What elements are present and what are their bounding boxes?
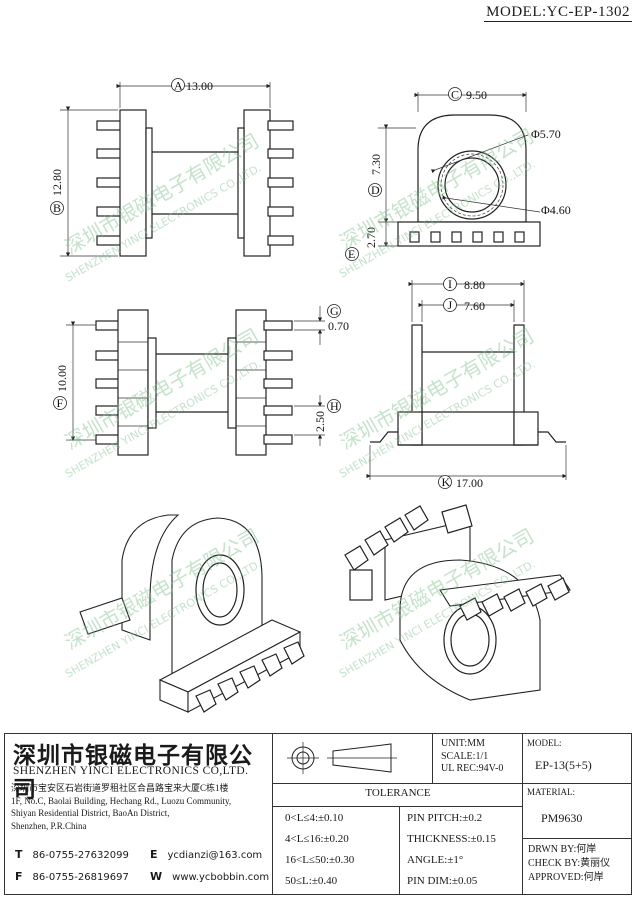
dim-value-H: 2.50 <box>313 411 327 432</box>
check-by: CHECK BY:黄丽仪 <box>528 858 611 869</box>
material-value: PM9630 <box>541 811 583 825</box>
view-side-top: A 13.00 B 12.80 <box>50 78 294 257</box>
dim-label-C: C <box>451 88 459 102</box>
view-iso-left <box>79 514 305 713</box>
dim-label-I: I <box>448 277 452 291</box>
dim-value-A: 13.00 <box>186 79 213 93</box>
dim-label-H: H <box>330 399 339 413</box>
dim-label-G: G <box>330 304 339 318</box>
svg-text:深圳市银磁电子有限公司: 深圳市银磁电子有限公司 <box>336 324 539 455</box>
model-header: MODEL:YC-EP-1302 <box>484 4 632 22</box>
dim-label-E: E <box>348 247 355 261</box>
dim-label-D: D <box>371 183 380 197</box>
dim-value-B: 12.80 <box>50 169 64 196</box>
company-name-cn: 深圳市银磁电子有限公司 <box>13 742 253 803</box>
dim-label-F: F <box>57 396 64 410</box>
tolerance-title: TOLERANCE <box>365 787 431 799</box>
approved-by: APPROVED:何岸 <box>528 872 604 883</box>
unit-scale-cell: UNIT:MM SCALE:1/1 UL REC:94V-0 <box>433 734 523 784</box>
view-iso-right <box>344 504 571 701</box>
model-value: EP-13(5+5) <box>535 758 592 772</box>
dim-value-C: 9.50 <box>466 88 487 102</box>
projection-symbol-cell <box>273 734 433 784</box>
material-cell: MATERIAL: PM9630 <box>523 784 631 839</box>
dim-value-G: 0.70 <box>328 319 349 333</box>
title-block: 深圳市银磁电子有限公司 SHENZHEN YINCI ELECTRONICS C… <box>4 733 632 895</box>
dim-label-A: A <box>174 79 183 93</box>
dim-value-E: 2.70 <box>364 227 378 248</box>
tolerance-cell: TOLERANCE 0<L≤4:±0.10 4<L≤16:±0.20 16<L≤… <box>273 784 523 894</box>
view-side-middle: I 8.80 J 7.60 K 17.00 <box>366 277 567 490</box>
dim-dia-inner: Φ4.60 <box>541 203 571 217</box>
dim-label-B: B <box>53 201 61 215</box>
model-cell: MODEL: EP-13(5+5) <box>523 734 631 784</box>
company-cell: 深圳市银磁电子有限公司 SHENZHEN YINCI ELECTRONICS C… <box>5 734 273 894</box>
dim-value-F: 10.00 <box>55 365 69 392</box>
view-plan-middle: F 10.00 G 0.70 H 2.50 <box>53 304 349 456</box>
drawn-by: DRWN BY:何岸 <box>528 844 597 855</box>
company-address: 深圳市宝安区石岩街道罗租社区合昌路宝来大厦C栋1楼 1F, No.C, Baol… <box>11 783 232 831</box>
svg-text:深圳市银磁电子有限公司: 深圳市银磁电子有限公司 <box>61 129 264 260</box>
dim-value-D: 7.30 <box>369 154 383 175</box>
dim-value-K: 17.00 <box>456 476 483 490</box>
dim-value-I: 8.80 <box>464 278 485 292</box>
projection-symbol-icon <box>287 742 397 774</box>
dim-label-J: J <box>448 298 453 312</box>
dim-dia-outer: Φ5.70 <box>531 127 561 141</box>
company-name-en: SHENZHEN YINCI ELECTRONICS CO,LTD. <box>13 765 249 777</box>
dim-label-K: K <box>442 475 451 489</box>
watermarks: 深圳市银磁电子有限公司 SHENZHEN YINCI ELECTRONICS C… <box>61 124 539 681</box>
signature-cell: DRWN BY:何岸 CHECK BY:黄丽仪 APPROVED:何岸 <box>523 839 631 894</box>
view-front-top: Φ5.70 Φ4.60 C 9.50 D 7.30 E 2.70 <box>345 87 571 261</box>
technical-drawing: .ln { stroke:#222; stroke-width:1.2; fil… <box>50 78 571 713</box>
dim-value-J: 7.60 <box>464 299 485 313</box>
